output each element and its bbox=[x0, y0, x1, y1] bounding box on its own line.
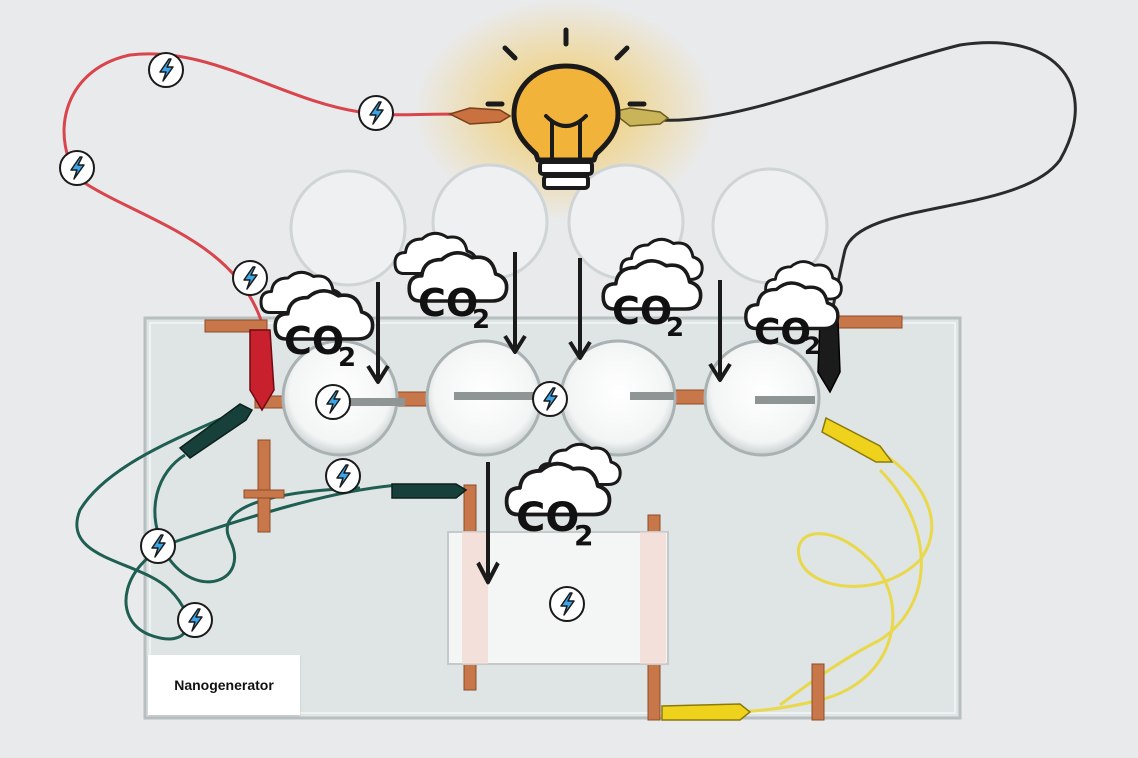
co2-label: CO bbox=[612, 289, 672, 333]
co2-subscript: 2 bbox=[338, 343, 356, 373]
lightning-bolt-icon bbox=[148, 52, 184, 88]
co2-cloud-group-2: CO 2 bbox=[393, 231, 509, 335]
lightning-bolt-icon bbox=[549, 586, 585, 622]
co2-subscript: 2 bbox=[804, 332, 821, 360]
lightning-bolt-icon bbox=[358, 95, 394, 131]
lightning-bolt-icon bbox=[177, 602, 213, 638]
co2-subscript: 2 bbox=[666, 313, 684, 343]
co2-cloud-group-4: CO 2 bbox=[744, 260, 843, 360]
co2-cloud-group-1: CO 2 bbox=[259, 270, 375, 373]
lightning-bolt-icon bbox=[315, 384, 351, 420]
light-bulb-icon bbox=[485, 27, 647, 190]
lightning-bolt-icon bbox=[59, 150, 95, 186]
co2-label: CO bbox=[516, 495, 579, 541]
nanogenerator-label-text: Nanogenerator bbox=[174, 677, 274, 693]
co2-subscript: 2 bbox=[574, 519, 593, 552]
co2-cloud-group-5: CO 2 bbox=[504, 442, 622, 552]
co2-cloud-group-3: CO 2 bbox=[601, 237, 704, 343]
lightning-bolt-icon bbox=[232, 260, 268, 296]
co2-label: CO bbox=[284, 319, 344, 363]
lightning-bolt-icon bbox=[532, 381, 568, 417]
co2-label: CO bbox=[418, 281, 478, 325]
black-wire bbox=[659, 41, 1077, 321]
co2-label: CO bbox=[754, 312, 811, 353]
lightning-bolt-icon bbox=[325, 458, 361, 494]
nanogenerator-label: Nanogenerator bbox=[148, 655, 300, 715]
alligator-clips bbox=[178, 107, 894, 721]
petri-lids bbox=[289, 163, 829, 287]
electrode-strips bbox=[345, 392, 815, 406]
co2-subscript: 2 bbox=[472, 305, 490, 335]
lightning-bolt-icon bbox=[140, 528, 176, 564]
